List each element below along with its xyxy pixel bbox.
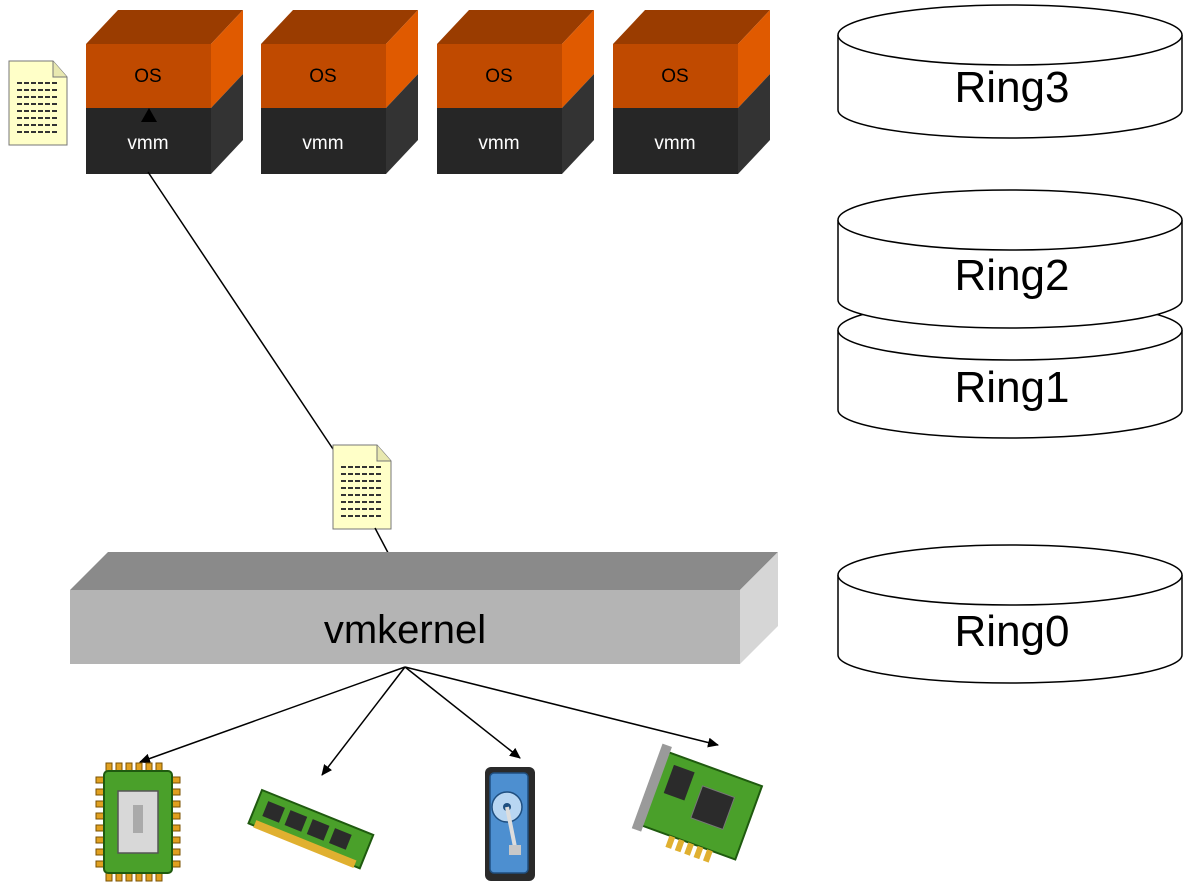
vm-block-3: OS vmm <box>437 10 594 174</box>
vm-block-4: OS vmm <box>613 10 770 174</box>
ring0-cylinder: Ring0 <box>837 544 1183 684</box>
vm-os-label: OS <box>134 66 161 87</box>
ring3-cylinder: Ring3 <box>837 4 1183 139</box>
ring0-label: Ring0 <box>955 607 1070 656</box>
vmkernel-bar: vmkernel <box>70 552 778 664</box>
memory-module-icon <box>247 788 375 870</box>
vm-os-label: OS <box>661 66 688 87</box>
network-card-icon <box>631 743 764 863</box>
hard-disk-icon <box>485 767 535 881</box>
vm-os-label: OS <box>309 66 336 87</box>
vm-vmm-label: vmm <box>127 133 168 154</box>
ring2-cylinder: Ring2 <box>837 189 1183 329</box>
vm-os-label: OS <box>485 66 512 87</box>
trap-line <box>147 171 338 456</box>
vm-block-1: OS vmm <box>86 10 243 174</box>
document-icon <box>8 60 68 146</box>
ring3-label: Ring3 <box>955 63 1070 112</box>
hardware-arrows <box>139 666 719 776</box>
vm-vmm-label: vmm <box>654 133 695 154</box>
ring1-label: Ring1 <box>955 363 1070 412</box>
vm-vmm-label: vmm <box>478 133 519 154</box>
vmkernel-label: vmkernel <box>324 608 486 652</box>
vmm-to-os-arrow <box>141 108 157 122</box>
vm-block-2: OS vmm <box>261 10 418 174</box>
vm-vmm-label: vmm <box>302 133 343 154</box>
cpu-chip-icon <box>95 762 181 882</box>
ring2-label: Ring2 <box>955 251 1070 300</box>
document-icon <box>332 444 392 530</box>
